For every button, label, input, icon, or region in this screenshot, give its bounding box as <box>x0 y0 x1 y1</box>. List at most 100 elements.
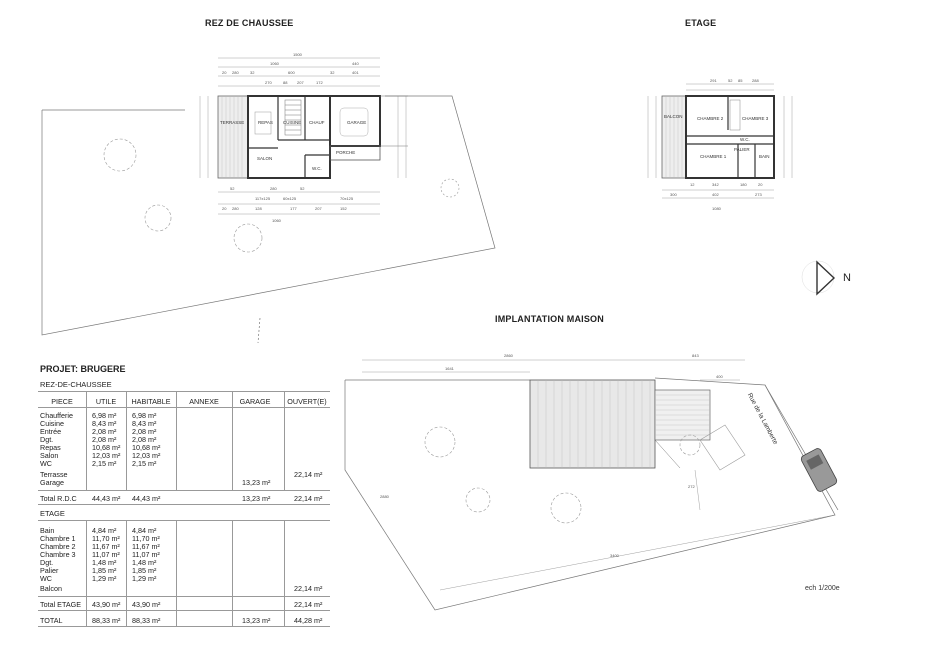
etage-row-7-piece: WC <box>40 574 52 583</box>
svg-text:280: 280 <box>270 186 277 191</box>
rdc-row-4-habitable: 2,08 m² <box>132 435 157 444</box>
etage-row-8-piece: Balcon <box>40 584 62 593</box>
rdc-room-terrasse: TERRASSE <box>220 120 244 125</box>
implantation-title: IMPLANTATION MAISON <box>495 314 604 324</box>
rdc-row-2-utile: 8,43 m² <box>92 419 117 428</box>
rdc-total-utile: 44,43 m² <box>92 494 121 503</box>
svg-text:117x125: 117x125 <box>255 196 271 201</box>
road-car <box>800 448 838 492</box>
svg-text:52: 52 <box>230 186 235 191</box>
impl-dim-2860: 2860 <box>504 353 514 358</box>
svg-text:52: 52 <box>728 78 733 83</box>
rdc-row-6-piece: Salon <box>40 451 59 460</box>
project-title: PROJET: BRUGERE <box>40 364 126 374</box>
svg-text:128: 128 <box>255 206 262 211</box>
rdc-row-9-garage: 13,23 m² <box>242 478 271 487</box>
svg-text:177: 177 <box>290 206 297 211</box>
rdc-total-ouvert: 22,14 m² <box>294 494 323 503</box>
etage-row-2-utile: 11,70 m² <box>92 534 120 543</box>
etage-row-6-utile: 1,85 m² <box>92 566 117 575</box>
north-label: N <box>843 272 851 284</box>
etage-row-1-habitable: 4,84 m² <box>132 526 157 535</box>
etage-row-6-habitable: 1,85 m² <box>132 566 157 575</box>
impl-dim-272: 272 <box>688 484 695 489</box>
col-header-utile: UTILE <box>95 397 117 406</box>
grand-total-piece: TOTAL <box>40 616 63 625</box>
etage-dimensions <box>647 83 793 199</box>
rdc-row-2-habitable: 8,43 m² <box>132 419 157 428</box>
svg-text:401: 401 <box>352 70 359 75</box>
etage-row-4-piece: Chambre 3 <box>40 550 76 559</box>
col-header-annexe: ANNEXE <box>189 397 219 406</box>
etage-row-3-piece: Chambre 2 <box>40 542 76 551</box>
rdc-row-3-utile: 2,08 m² <box>92 427 117 436</box>
svg-text:1080: 1080 <box>712 206 722 211</box>
rdc-row-1-piece: Chaufferie <box>40 411 74 420</box>
svg-text:88: 88 <box>283 80 288 85</box>
implantation-dimensions <box>344 359 836 611</box>
etage-row-5-piece: Dgt. <box>40 558 54 567</box>
rdc-row-5-utile: 10,68 m² <box>92 443 121 452</box>
rdc-dimensions <box>199 57 407 215</box>
etage-row-4-habitable: 11,07 m² <box>132 550 160 559</box>
etage-row-3-habitable: 11,67 m² <box>132 542 160 551</box>
svg-text:52: 52 <box>300 186 305 191</box>
rdc-row-3-habitable: 2,08 m² <box>132 427 157 436</box>
grand-total-ouvert: 44,28 m² <box>294 616 323 625</box>
etage-row-5-habitable: 1,48 m² <box>132 558 157 567</box>
svg-text:270: 270 <box>265 80 272 85</box>
svg-text:60x125: 60x125 <box>283 196 297 201</box>
svg-text:32: 32 <box>330 70 335 75</box>
rdc-room-cuisine: CUISINE <box>283 120 301 125</box>
rdc-trees <box>103 138 460 253</box>
area-table: REZ-DE-CHAUSSEE PIECE UTILE HABITABLE AN… <box>38 378 330 628</box>
rdc-room-chauf: CHAUF <box>309 120 325 125</box>
rdc-total-piece: Total R.D.C <box>40 494 77 503</box>
svg-text:172: 172 <box>316 80 323 85</box>
svg-text:440: 440 <box>352 61 359 66</box>
svg-text:207: 207 <box>297 80 304 85</box>
etage-total-utile: 43,90 m² <box>92 600 121 609</box>
svg-text:280: 280 <box>232 70 239 75</box>
etage-room-bain: BAIN <box>759 154 770 159</box>
etage-row-4-utile: 11,07 m² <box>92 550 120 559</box>
etage-room-wc: W.C. <box>740 137 750 142</box>
svg-text:300: 300 <box>670 192 677 197</box>
rdc-row-7-piece: WC <box>40 459 52 468</box>
etage-row-2-habitable: 11,70 m² <box>132 534 160 543</box>
svg-text:20: 20 <box>222 206 227 211</box>
svg-text:12: 12 <box>690 182 695 187</box>
col-header-piece: PIECE <box>51 397 73 406</box>
rdc-section-label: REZ-DE-CHAUSSEE <box>40 380 112 389</box>
col-header-ouvert: OUVERT(E) <box>287 397 327 406</box>
svg-text:288: 288 <box>752 78 759 83</box>
rdc-row-7-habitable: 2,15 m² <box>132 459 157 468</box>
svg-text:342: 342 <box>712 182 719 187</box>
etage-row-2-piece: Chambre 1 <box>40 534 76 543</box>
svg-text:600: 600 <box>288 70 295 75</box>
rdc-row-1-habitable: 6,98 m² <box>132 411 157 420</box>
grand-total-utile: 88,33 m² <box>92 616 121 625</box>
scale-label: ech 1/200e <box>805 585 840 592</box>
impl-dim-3400: 3400 <box>610 553 620 558</box>
svg-text:280: 280 <box>232 206 239 211</box>
rdc-row-5-habitable: 10,68 m² <box>132 443 161 452</box>
rdc-row-9-piece: Garage <box>40 478 64 487</box>
rdc-row-6-habitable: 12,03 m² <box>132 451 161 460</box>
rdc-row-8-ouvert: 22,14 m² <box>294 470 323 479</box>
svg-text:20: 20 <box>222 70 227 75</box>
grand-total-habitable: 88,33 m² <box>132 616 161 625</box>
svg-text:273: 273 <box>755 192 762 197</box>
etage-room-chambre3: CHAMBRE 3 <box>742 116 769 121</box>
svg-text:152: 152 <box>340 206 347 211</box>
rdc-room-garage: GARAGE <box>347 120 366 125</box>
rdc-row-4-piece: Dgt. <box>40 435 54 444</box>
svg-text:180: 180 <box>740 182 747 187</box>
implantation-trees <box>424 426 701 524</box>
rdc-room-wc: W.C. <box>312 166 322 171</box>
rdc-row-6-utile: 12,03 m² <box>92 451 121 460</box>
etage-row-6-piece: Palier <box>40 566 59 575</box>
